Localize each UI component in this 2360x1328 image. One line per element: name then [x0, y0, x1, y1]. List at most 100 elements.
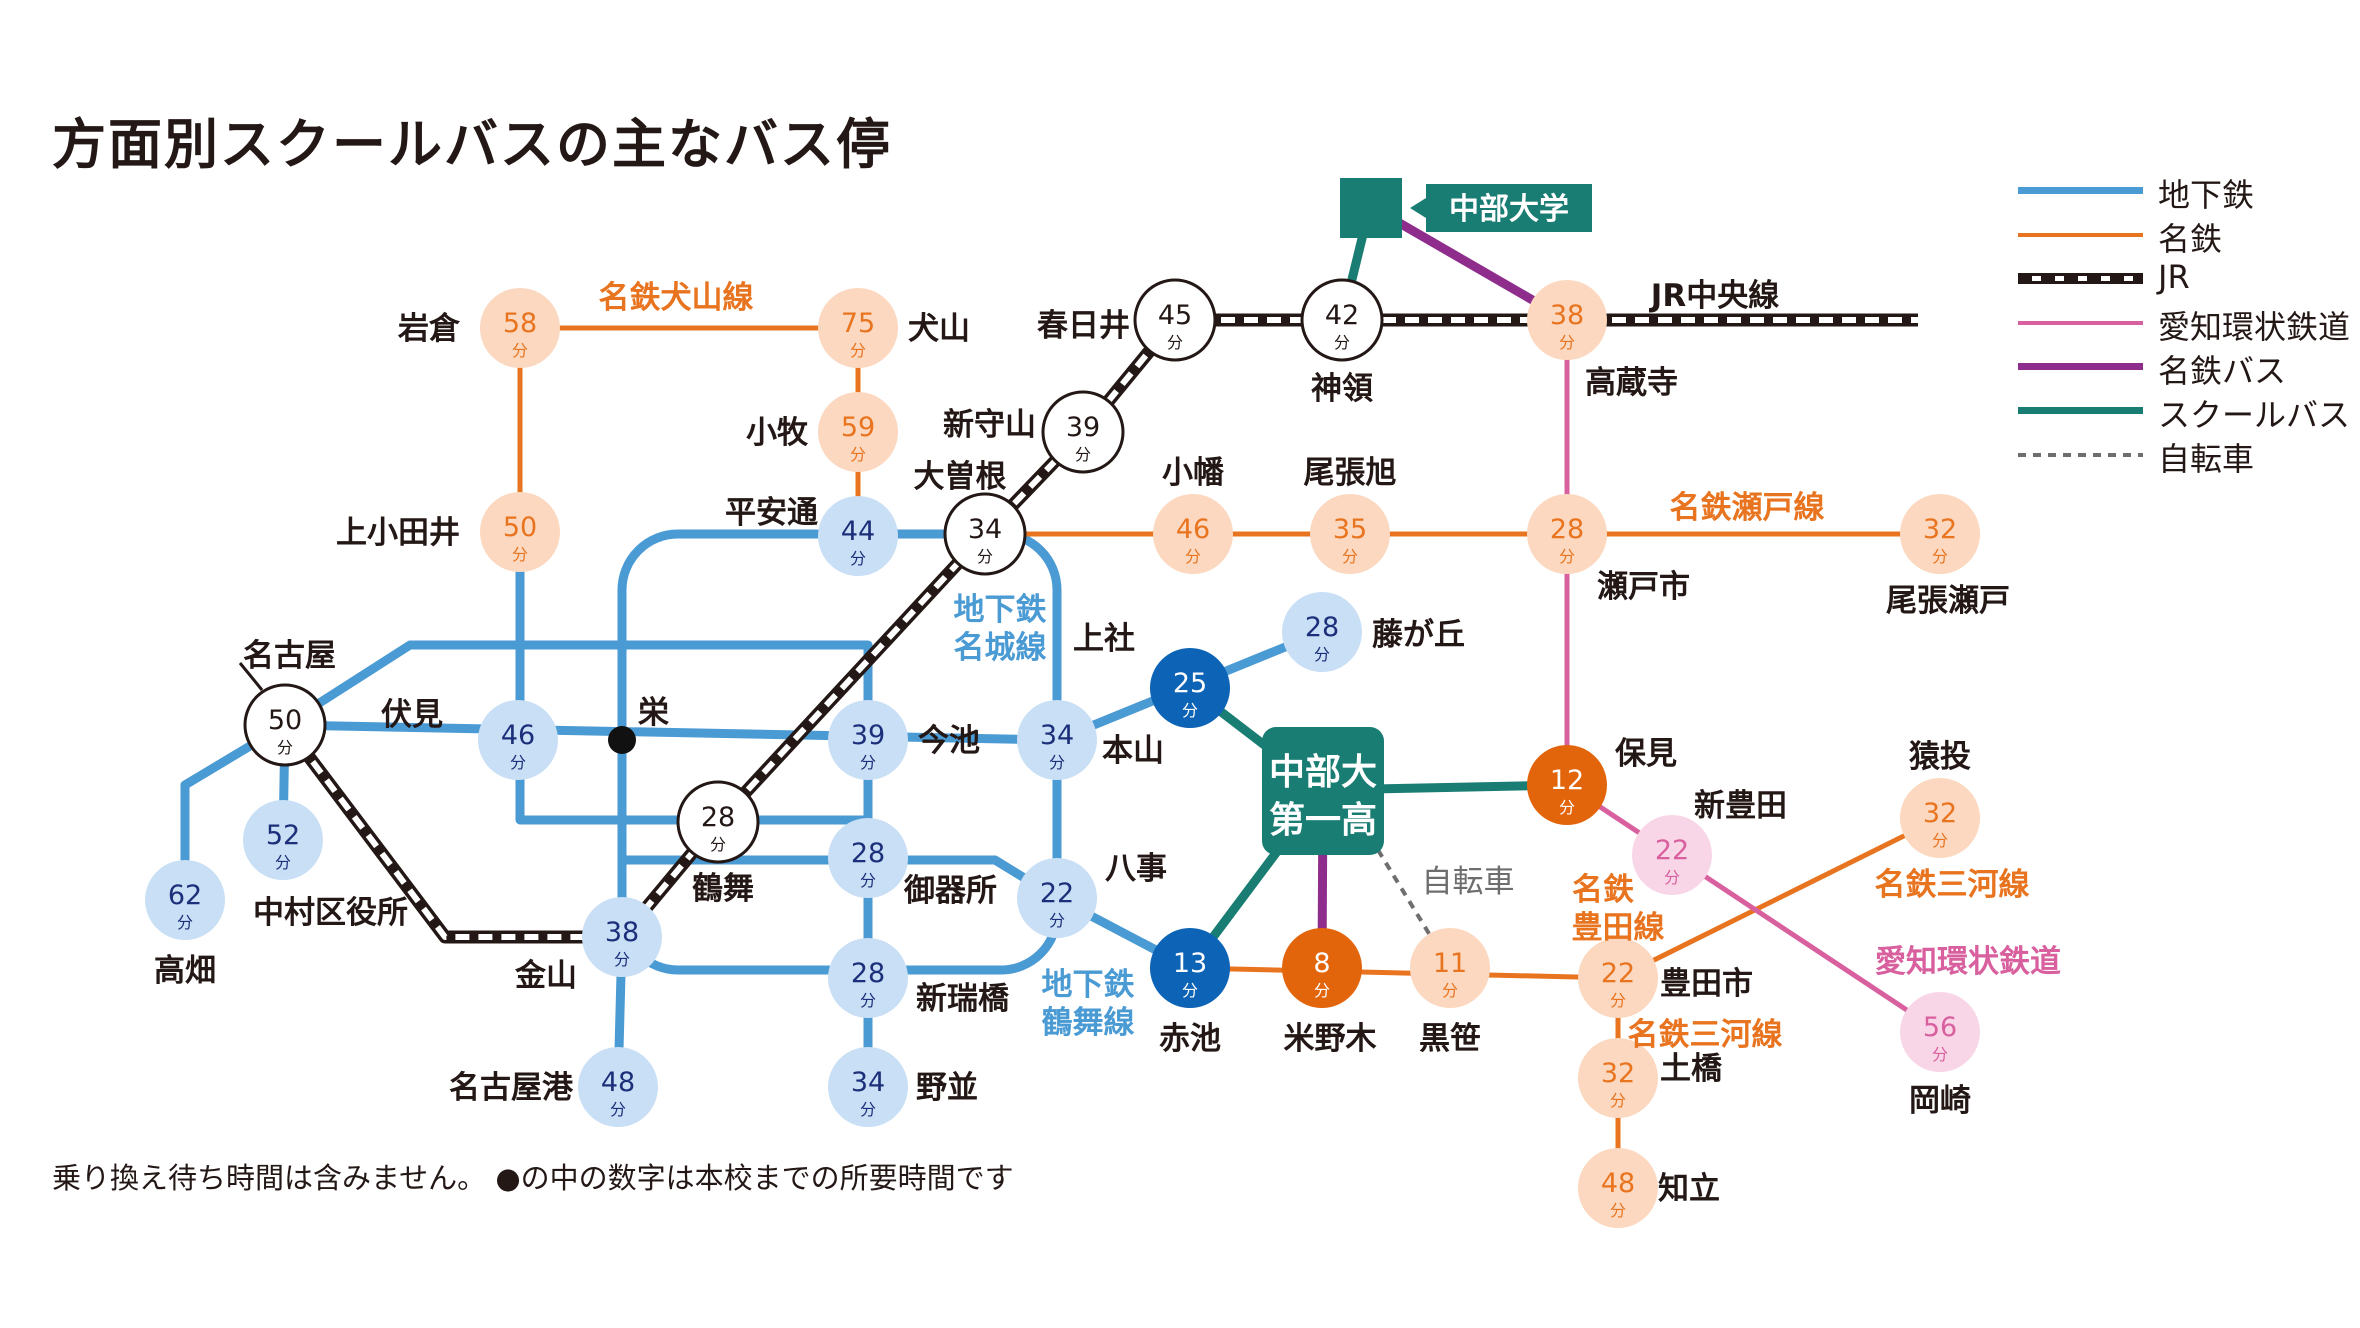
- station-kasugai-name: 春日井: [1037, 308, 1130, 344]
- station-jinryo-marker: [1300, 278, 1384, 362]
- station-ozone-marker: [943, 492, 1027, 576]
- station-setoshi-name: 瀬戸市: [1597, 569, 1690, 605]
- station-owariseto-marker: [1900, 494, 1980, 574]
- legend-label: スクールバス: [2158, 396, 2351, 434]
- station-kozoji-name: 高蔵寺: [1585, 365, 1678, 401]
- station-owariseto-minutes: 32: [1923, 514, 1957, 545]
- station-nagoyako-marker: [578, 1047, 658, 1127]
- station-owariasahi-minutes: 35: [1333, 514, 1367, 545]
- station-yagoto-minutes: 22: [1040, 878, 1074, 909]
- station-hoshiku-marker: [1527, 745, 1607, 825]
- station-kamiotai-minutes: 50: [503, 512, 537, 543]
- station-sakae-dot: [608, 726, 636, 754]
- station-imaike-minutes: 39: [851, 720, 885, 751]
- page-title: 方面別スクールバスの主なバス停: [52, 113, 892, 176]
- station-tsurumai-unit: 分: [710, 835, 726, 854]
- station-kurozasa-unit: 分: [1442, 981, 1458, 1000]
- station-kanayama-name: 金山: [514, 958, 577, 994]
- aichi-loop-south: [1565, 782, 1942, 1035]
- station-akaike-minutes: 13: [1173, 948, 1207, 979]
- station-kamiotai-name: 上小田井: [336, 515, 460, 551]
- legend-label: 愛知環状鉄道: [2158, 308, 2351, 346]
- station-nagoya-unit: 分: [277, 738, 293, 757]
- station-owariseto-name: 尾張瀬戸: [1886, 583, 2010, 619]
- station-fujigaoka-marker: [1282, 592, 1362, 672]
- legend-item-bicycle: 自転車: [2018, 432, 2348, 478]
- station-markers: 58分75分59分50分44分34分39分45分42分38分46分35分28分3…: [145, 178, 1980, 1228]
- station-noami-unit: 分: [860, 1100, 876, 1119]
- station-toyotashi-minutes: 22: [1601, 958, 1635, 989]
- station-nagoyako-minutes: 48: [601, 1067, 635, 1098]
- station-komaki-marker: [818, 392, 898, 472]
- legend-label: 名鉄: [2158, 220, 2223, 258]
- station-fushimi-minutes: 46: [501, 720, 535, 751]
- line-label-mikawa-right: 名鉄三河線: [1875, 867, 2030, 903]
- station-kanayama-marker: [582, 897, 662, 977]
- station-toyotashi-unit: 分: [1610, 991, 1626, 1010]
- station-heiando-marker: [818, 496, 898, 576]
- school-label-line-1: 第一高: [1269, 800, 1377, 841]
- station-kanayama-minutes: 38: [605, 917, 639, 948]
- legend-label: JR: [2158, 258, 2190, 296]
- line-label-aichi-loop: 愛知環状鉄道: [1875, 944, 2061, 980]
- station-ozone-minutes: 34: [968, 514, 1002, 545]
- station-sanage-marker: [1900, 778, 1980, 858]
- line-label-tsurumai-1: 地下鉄: [1042, 967, 1135, 1003]
- station-hoshiku-unit: 分: [1559, 798, 1575, 817]
- legend-item-subway: 地下鉄: [2018, 168, 2348, 214]
- station-tsurumai-marker: [676, 780, 760, 864]
- legend-item-meitetsu: 名鉄: [2018, 212, 2348, 258]
- station-heiando-unit: 分: [850, 549, 866, 568]
- station-fushimi-name: 伏見: [381, 697, 443, 733]
- station-takabata-unit: 分: [177, 913, 193, 932]
- legend-swatch: [2018, 453, 2143, 457]
- line-label-seto-line: 名鉄瀬戸線: [1670, 490, 1825, 526]
- station-nakamura-name: 中村区役所: [253, 895, 408, 931]
- station-gokiso-unit: 分: [860, 871, 876, 890]
- line-label-jr-chuo: JR中央線: [1649, 278, 1779, 314]
- station-sanage-unit: 分: [1932, 831, 1948, 850]
- station-shintoyota-marker: [1632, 815, 1712, 895]
- station-shinmoriyama-name: 新守山: [943, 407, 1036, 443]
- subway-higashiyama: [284, 720, 1058, 745]
- station-owariseto-unit: 分: [1932, 547, 1948, 566]
- station-tsurumai-minutes: 28: [701, 802, 735, 833]
- station-ozone-name: 大曽根: [914, 459, 1007, 495]
- station-kasugai-minutes: 45: [1158, 300, 1192, 331]
- station-tsuchihashi-minutes: 32: [1601, 1058, 1635, 1089]
- station-iwakura-marker: [480, 288, 560, 368]
- station-takabata-minutes: 62: [168, 880, 202, 911]
- station-kozoji-minutes: 38: [1550, 300, 1584, 331]
- station-fushimi-marker: [478, 700, 558, 780]
- station-okazaki-minutes: 56: [1923, 1012, 1957, 1043]
- station-obata-name: 小幡: [1162, 455, 1225, 491]
- station-tsuchihashi-name: 土橋: [1660, 1051, 1723, 1087]
- station-fushimi-unit: 分: [510, 753, 526, 772]
- station-nakamura-minutes: 52: [266, 820, 300, 851]
- station-komeno-minutes: 8: [1313, 948, 1330, 979]
- station-nagoyako-name: 名古屋港: [449, 1070, 574, 1106]
- station-obata-unit: 分: [1185, 547, 1201, 566]
- station-noami-marker: [828, 1047, 908, 1127]
- station-imaike-marker: [828, 700, 908, 780]
- station-kamiotai-unit: 分: [512, 545, 528, 564]
- station-shintoyota-minutes: 22: [1655, 835, 1689, 866]
- station-komaki-minutes: 59: [841, 412, 875, 443]
- station-tsurumai-name: 鶴舞: [692, 871, 754, 907]
- station-chiryu-name: 知立: [1658, 1171, 1720, 1207]
- station-komaki-unit: 分: [850, 445, 866, 464]
- university-marker: [1340, 178, 1402, 238]
- line-label-meijo-2: 名城線: [954, 630, 1047, 666]
- station-shinmoriyama-unit: 分: [1075, 445, 1091, 464]
- station-komeno-unit: 分: [1314, 981, 1330, 1000]
- legend-item-aichi-loop: 愛知環状鉄道: [2018, 300, 2350, 346]
- university-label-box: [1426, 184, 1592, 232]
- station-aratamabashi-minutes: 28: [851, 958, 885, 989]
- station-kamiyashiro-name: 上社: [1073, 621, 1135, 657]
- station-sakae-name: 栄: [638, 695, 669, 731]
- station-aratamabashi-name: 新瑞橋: [916, 981, 1010, 1017]
- station-owariasahi-marker: [1310, 494, 1390, 574]
- station-owariasahi-unit: 分: [1342, 547, 1358, 566]
- station-iwakura-name: 岩倉: [397, 311, 461, 347]
